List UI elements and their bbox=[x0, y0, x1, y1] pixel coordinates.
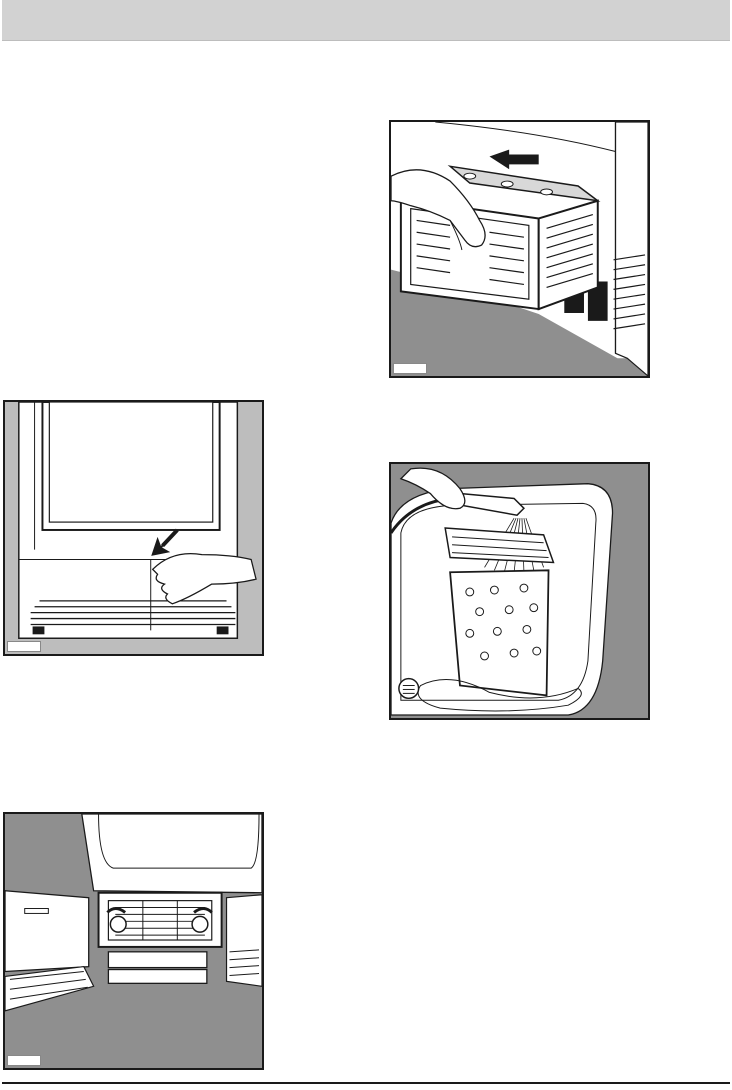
footer-rule bbox=[2, 1082, 730, 1084]
filter-removal-illustration bbox=[391, 122, 648, 376]
figure-kickplate-open bbox=[3, 400, 264, 656]
kickplate-open-illustration bbox=[5, 402, 262, 654]
figure-filter-rinse bbox=[389, 462, 650, 720]
figure-tag bbox=[7, 641, 41, 652]
page-header-bar bbox=[2, 0, 730, 41]
figure-filter-removal bbox=[389, 120, 650, 378]
filter-clips-illustration bbox=[5, 814, 262, 1068]
figure-tag bbox=[7, 1055, 41, 1066]
figure-tag bbox=[393, 363, 427, 374]
filter-rinse-illustration bbox=[391, 464, 648, 718]
figure-filter-clips bbox=[3, 812, 264, 1070]
